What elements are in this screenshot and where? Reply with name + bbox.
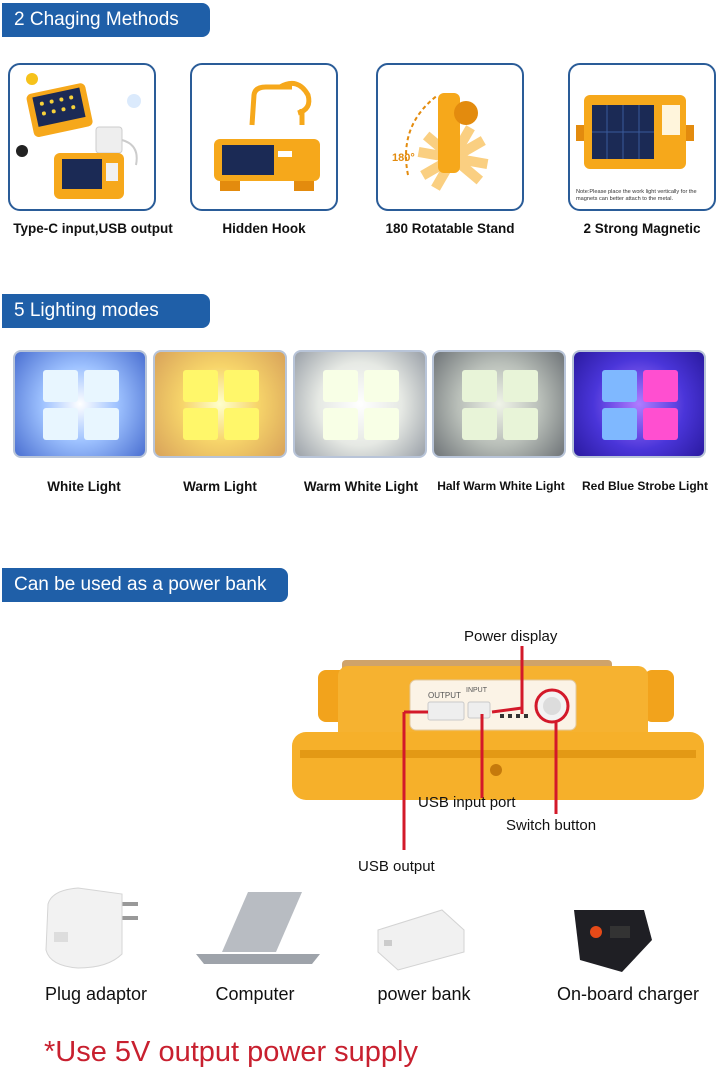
lighting-modes-banner: 5 Lighting modes bbox=[2, 294, 210, 328]
input-port-label: INPUT bbox=[466, 687, 488, 694]
laptop-icon bbox=[196, 892, 320, 964]
rotatable-stand-caption: 180 Rotatable Stand bbox=[385, 221, 515, 236]
mode-warm-white-light bbox=[293, 350, 427, 458]
usb-input-port-callout: USB input port bbox=[418, 794, 516, 811]
magnetic-illustration bbox=[576, 95, 694, 169]
power-display-callout: Power display bbox=[464, 628, 558, 645]
plug-adaptor-label: Plug adaptor bbox=[44, 984, 148, 1004]
strong-magnetic-caption: 2 Strong Magnetic bbox=[583, 221, 701, 236]
charging-methods-banner: 2 Chaging Methods bbox=[2, 3, 210, 37]
power-bank-banner: Can be used as a power bank bbox=[2, 568, 288, 602]
hidden-hook-caption: Hidden Hook bbox=[222, 221, 306, 236]
switch-button-callout: Switch button bbox=[506, 817, 597, 834]
red-blue-strobe-light-label: Red Blue Strobe Light bbox=[582, 479, 708, 493]
plug-adaptor-icon bbox=[45, 887, 138, 969]
power-supply-notice: *Use 5V output power supply bbox=[44, 1036, 418, 1068]
type-c-caption: Type-C input,USB output bbox=[13, 221, 173, 236]
charging-method-stand-card: 180° bbox=[376, 63, 524, 211]
mode-half-warm-white-light bbox=[432, 350, 566, 458]
half-warm-white-light-label: Half Warm White Light bbox=[437, 479, 565, 493]
white-light-label: White Light bbox=[47, 479, 121, 494]
power-bank-label: power bank bbox=[377, 984, 471, 1004]
mode-red-blue-strobe-light bbox=[572, 350, 706, 458]
charging-method-magnet-card: Note:Please place the work light vertica… bbox=[568, 63, 716, 211]
charging-method-hook-card bbox=[190, 63, 338, 211]
warm-light-label: Warm Light bbox=[183, 479, 257, 494]
warm-white-light-label: Warm White Light bbox=[303, 479, 419, 494]
usb-output-callout: USB output bbox=[358, 858, 435, 875]
output-port-label: OUTPUT bbox=[428, 691, 461, 700]
car-charger-icon bbox=[574, 910, 652, 972]
magnetic-note: Note:Please place the work light vertica… bbox=[576, 189, 697, 202]
rotatable-stand-illustration: 180° bbox=[392, 93, 489, 191]
work-light-device-illustration: OUTPUT INPUT bbox=[292, 646, 704, 850]
hidden-hook-illustration bbox=[214, 80, 320, 191]
on-board-charger-label: On-board charger bbox=[556, 984, 700, 1004]
type-c-usb-illustration bbox=[16, 73, 141, 199]
mode-white-light bbox=[13, 350, 147, 458]
mode-warm-light bbox=[153, 350, 287, 458]
computer-label: Computer bbox=[215, 984, 295, 1004]
angle-label: 180° bbox=[392, 152, 415, 164]
charging-method-typec-card bbox=[8, 63, 156, 211]
power-bank-icon bbox=[377, 909, 465, 971]
